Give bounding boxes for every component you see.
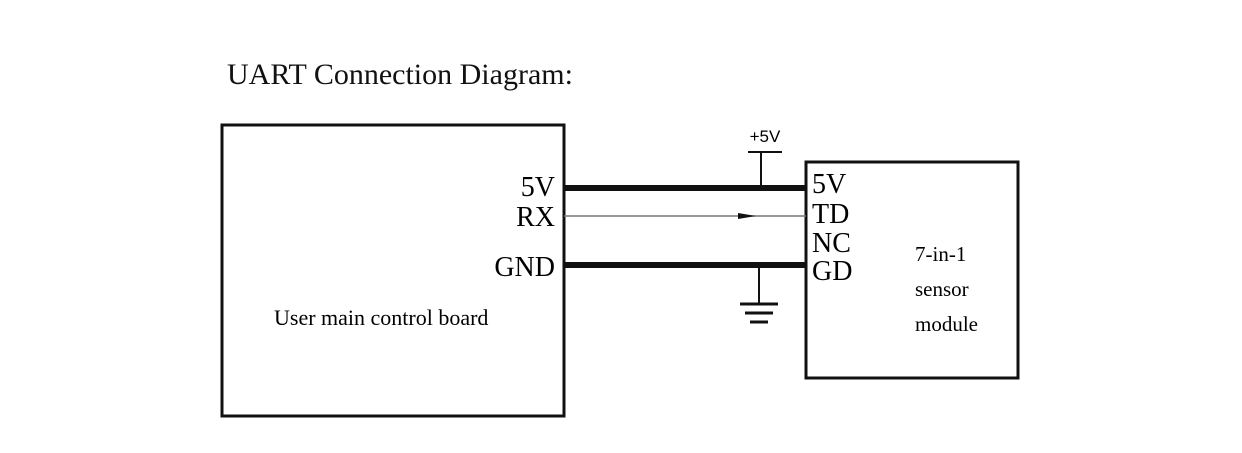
sensor-pin-5v-label: 5V — [812, 169, 846, 200]
sensor-module-label-line-3: module — [915, 312, 978, 336]
sensor-pin-td-label: TD — [812, 199, 849, 230]
main-pin-rx-label: RX — [516, 202, 555, 233]
main-board-box — [220, 123, 566, 418]
main-pin-5v-label: 5V — [521, 172, 555, 203]
ground-icon — [740, 302, 778, 324]
signal-direction-arrow — [738, 213, 756, 219]
sensor-pin-nc-label: NC — [812, 228, 851, 259]
main-pin-gnd-label: GND — [494, 252, 555, 283]
sensor-pin-gd-label: GD — [812, 256, 852, 287]
sensor-module-label-line-2: sensor — [915, 277, 969, 301]
sensor-module-box — [804, 160, 1020, 380]
power-supply-label: +5V — [750, 127, 781, 146]
main-board-label: User main control board — [274, 305, 488, 330]
diagram-title: UART Connection Diagram: — [227, 58, 573, 91]
sensor-module-label-line-1: 7-in-1 — [915, 242, 966, 266]
